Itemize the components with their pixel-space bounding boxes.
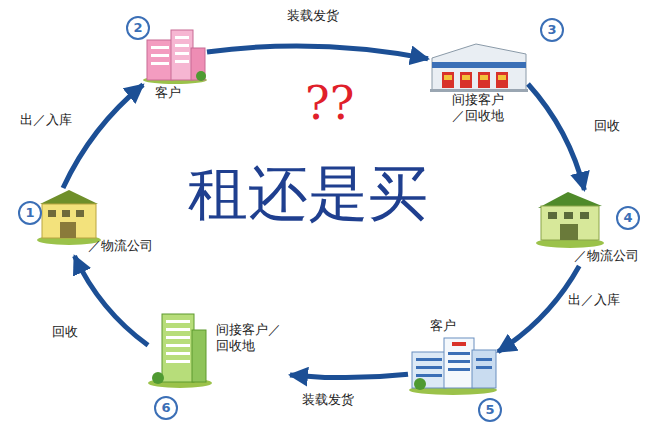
- node-label: 间接客户／回收地: [216, 322, 288, 354]
- node-label: ／物流公司: [88, 238, 153, 254]
- arrow-label: 装载发货: [300, 392, 356, 408]
- arrow-label: 回收: [50, 324, 80, 340]
- arrow-label: 回收: [592, 118, 622, 134]
- callout-number: 1: [18, 201, 42, 225]
- node-label: 间接客户／回收地: [452, 92, 514, 124]
- node-label: ／物流公司: [574, 248, 639, 264]
- tower-icon: [148, 314, 212, 388]
- callout-number: 6: [154, 396, 178, 420]
- callout-number: 3: [540, 18, 564, 42]
- arrow-label: 出／入库: [18, 112, 74, 128]
- arrow-label: 装载发货: [285, 8, 341, 24]
- question-marks: ??: [305, 78, 354, 128]
- center-title: 租还是买: [188, 158, 428, 228]
- building-node: 间接客户／回收地: [428, 42, 528, 126]
- node-label: 客户: [430, 318, 456, 334]
- building-node: 客户: [143, 30, 207, 103]
- node-label: 客户: [155, 85, 181, 101]
- hospital-icon: [409, 338, 497, 395]
- building-node: 客户: [408, 318, 498, 393]
- flow-arrow: [63, 85, 143, 188]
- warehouse-icon: [536, 192, 604, 248]
- flow-arrow: [498, 266, 579, 352]
- office-icon: [143, 30, 207, 84]
- warehouse-icon: [37, 190, 101, 245]
- flow-arrow: [75, 256, 149, 345]
- flow-arrow: [290, 374, 408, 377]
- building-node: 间接客户／回收地: [148, 312, 290, 386]
- callout-number: 4: [616, 206, 640, 230]
- building-node: ／物流公司: [40, 188, 155, 256]
- arrow-label: 出／入库: [566, 292, 622, 308]
- flow-arrow: [207, 46, 428, 59]
- factory-icon: [430, 44, 528, 92]
- callout-number: 2: [126, 16, 150, 40]
- flow-arrow: [528, 84, 584, 190]
- callout-number: 5: [478, 398, 502, 422]
